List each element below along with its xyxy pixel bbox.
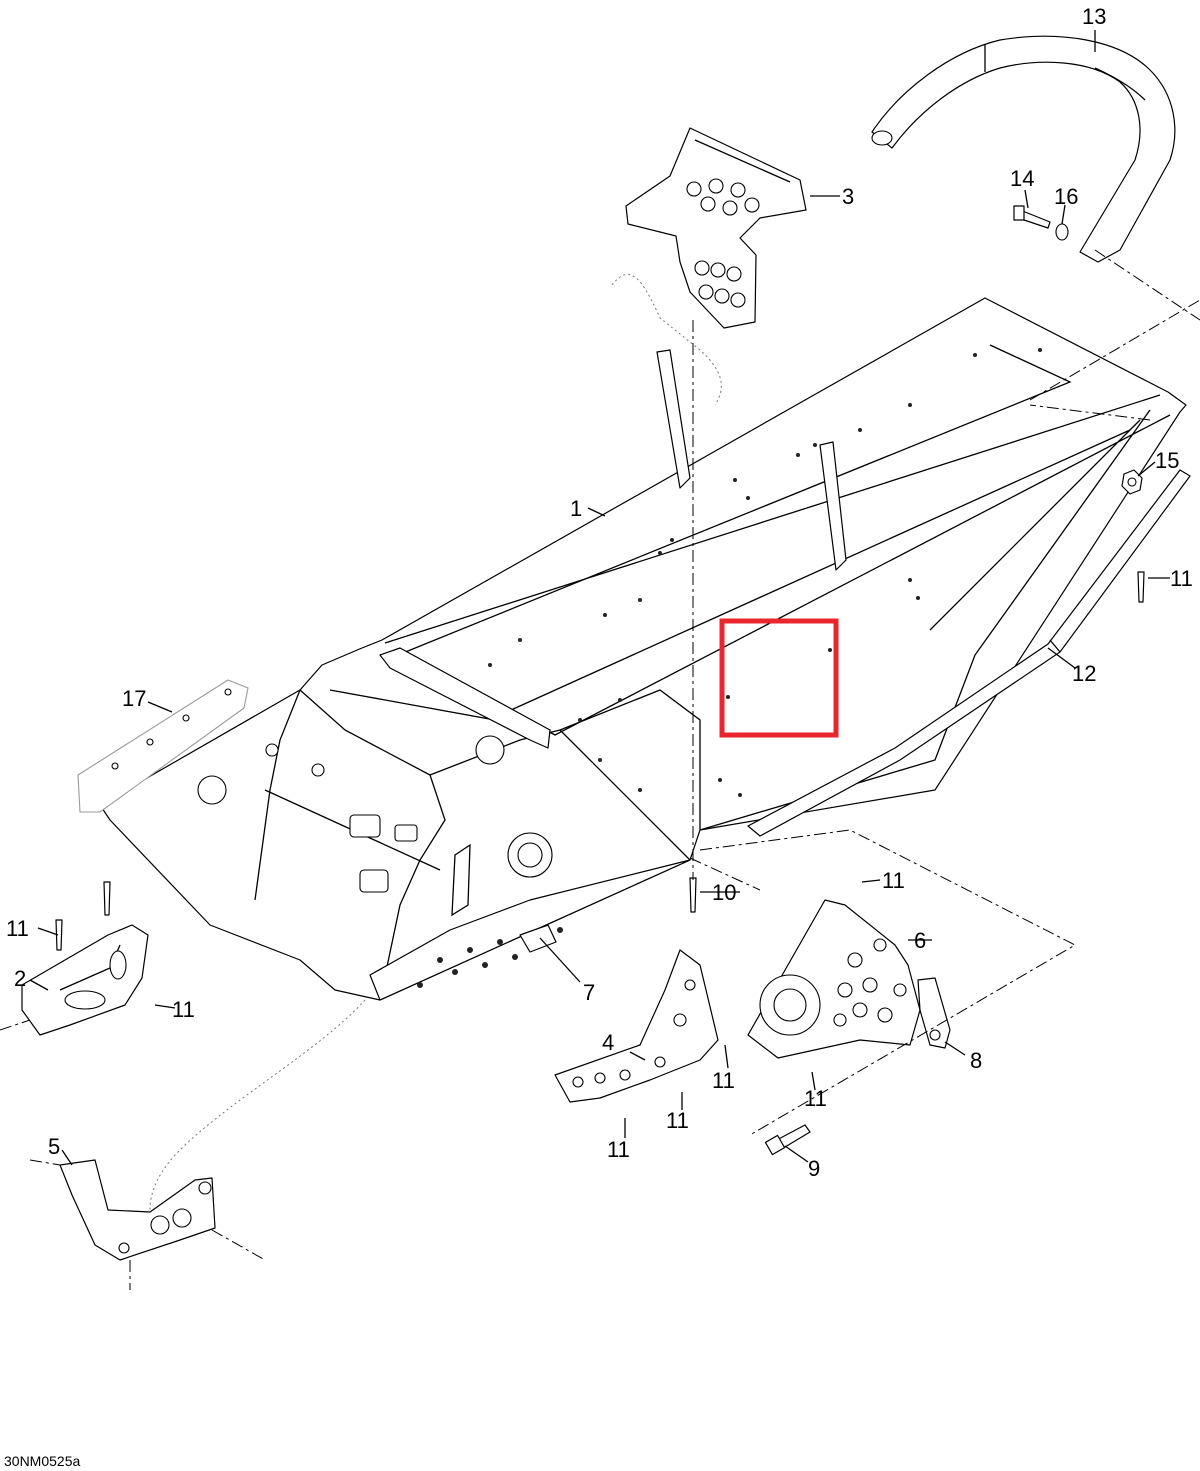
callout-16[interactable]: 16 bbox=[1054, 184, 1078, 209]
part-8-plate[interactable] bbox=[917, 977, 951, 1049]
callout-4[interactable]: 4 bbox=[602, 1030, 614, 1055]
callout-9[interactable]: 9 bbox=[808, 1156, 820, 1181]
callout-5[interactable]: 5 bbox=[48, 1134, 60, 1159]
callout-13[interactable]: 13 bbox=[1082, 4, 1106, 29]
callout-8[interactable]: 8 bbox=[970, 1048, 982, 1073]
callout-11-rear-mid[interactable]: 11 bbox=[712, 1068, 735, 1093]
callout-1[interactable]: 1 bbox=[570, 496, 582, 521]
part-2-front-bracket[interactable] bbox=[21, 924, 149, 1036]
cable-route-ghost bbox=[149, 999, 366, 1211]
part-16-washer[interactable] bbox=[1055, 223, 1069, 241]
part-3-support-bracket[interactable] bbox=[625, 127, 807, 329]
bracket-cable-ghost bbox=[611, 273, 722, 406]
callout-12[interactable]: 12 bbox=[1072, 661, 1096, 686]
callout-10[interactable]: 10 bbox=[712, 880, 736, 905]
part-6-suspension-plate[interactable] bbox=[747, 899, 921, 1059]
callout-11-front-left-top[interactable]: 11 bbox=[6, 916, 29, 941]
callout-labels: 1 2 3 4 5 6 7 8 9 10 11 11 11 11 11 11 1… bbox=[6, 4, 1193, 1181]
part-17-side-plate[interactable] bbox=[77, 679, 249, 813]
callout-6[interactable]: 6 bbox=[914, 928, 926, 953]
part-13-rear-bumper[interactable] bbox=[871, 35, 1176, 263]
callout-3[interactable]: 3 bbox=[842, 184, 854, 209]
part-5-lower-bracket[interactable] bbox=[59, 1159, 216, 1261]
part-1-tunnel[interactable] bbox=[99, 297, 1187, 1001]
callout-2[interactable]: 2 bbox=[14, 966, 26, 991]
part-14-bolt[interactable] bbox=[1013, 205, 1051, 229]
highlight-box bbox=[719, 618, 839, 738]
callout-11-front-left-bottom[interactable]: 11 bbox=[172, 997, 195, 1022]
tunnel-rivets bbox=[417, 348, 1042, 988]
callout-11-rail[interactable]: 11 bbox=[1170, 566, 1193, 591]
part-4-side-bracket[interactable] bbox=[554, 949, 719, 1103]
drawing-code: 30NM0525a bbox=[4, 1453, 80, 1469]
callout-14[interactable]: 14 bbox=[1010, 166, 1034, 191]
callout-15[interactable]: 15 bbox=[1155, 448, 1179, 473]
callout-11-lower-mid[interactable]: 11 bbox=[666, 1108, 689, 1133]
part-15-nut[interactable] bbox=[1121, 469, 1143, 495]
leader-lines bbox=[29, 30, 1170, 1166]
callout-17[interactable]: 17 bbox=[122, 686, 146, 711]
part-9-bolt[interactable] bbox=[764, 1124, 811, 1156]
callout-11-lower-left[interactable]: 11 bbox=[607, 1137, 630, 1162]
callout-11-rear-top[interactable]: 11 bbox=[882, 868, 905, 893]
rivet-markers bbox=[55, 571, 1145, 951]
part-12-running-board-rail[interactable] bbox=[747, 469, 1191, 837]
callout-11-rear-right[interactable]: 11 bbox=[804, 1086, 827, 1111]
callout-7[interactable]: 7 bbox=[583, 980, 595, 1005]
assembly-center-lines bbox=[0, 249, 1200, 1290]
